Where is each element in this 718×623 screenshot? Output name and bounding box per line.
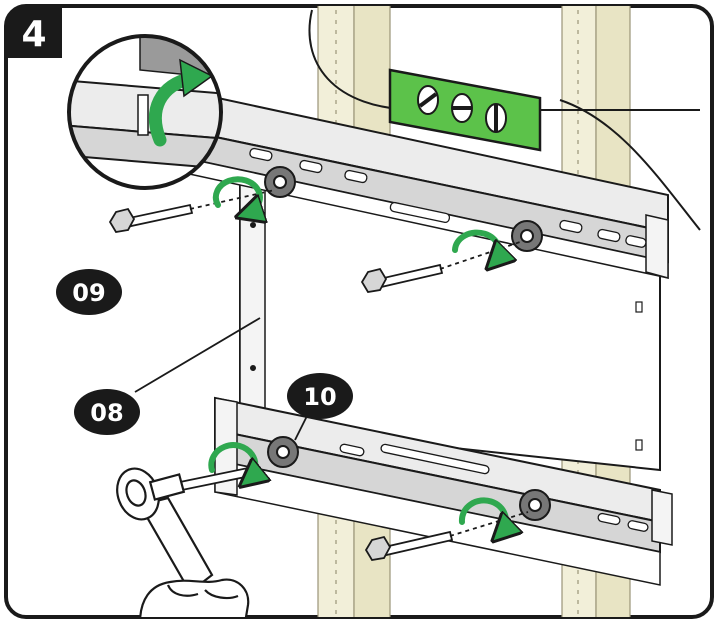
callout-washer: 10 <box>287 373 353 419</box>
hand-icon <box>138 578 250 617</box>
washers <box>264 166 551 521</box>
step-number: 4 <box>21 14 46 55</box>
callout-bracket-plate: 08 <box>74 389 140 435</box>
callout-bolt: 09 <box>56 269 122 315</box>
callout-bolt-label: 09 <box>72 279 105 307</box>
rotate-arrow-icon <box>208 176 506 534</box>
callout-washer-label: 10 <box>303 383 336 411</box>
callout-bracket-plate-label: 08 <box>90 399 123 427</box>
step-badge: 4 <box>6 6 62 58</box>
bolts <box>108 189 529 561</box>
bolt-top-left <box>108 203 194 233</box>
spirit-level-icon <box>388 68 542 152</box>
socket-wrench-icon <box>116 467 214 594</box>
bolt-bottom-right <box>364 530 454 561</box>
bottom-rail <box>214 396 673 586</box>
bolt-top-right <box>360 263 444 293</box>
